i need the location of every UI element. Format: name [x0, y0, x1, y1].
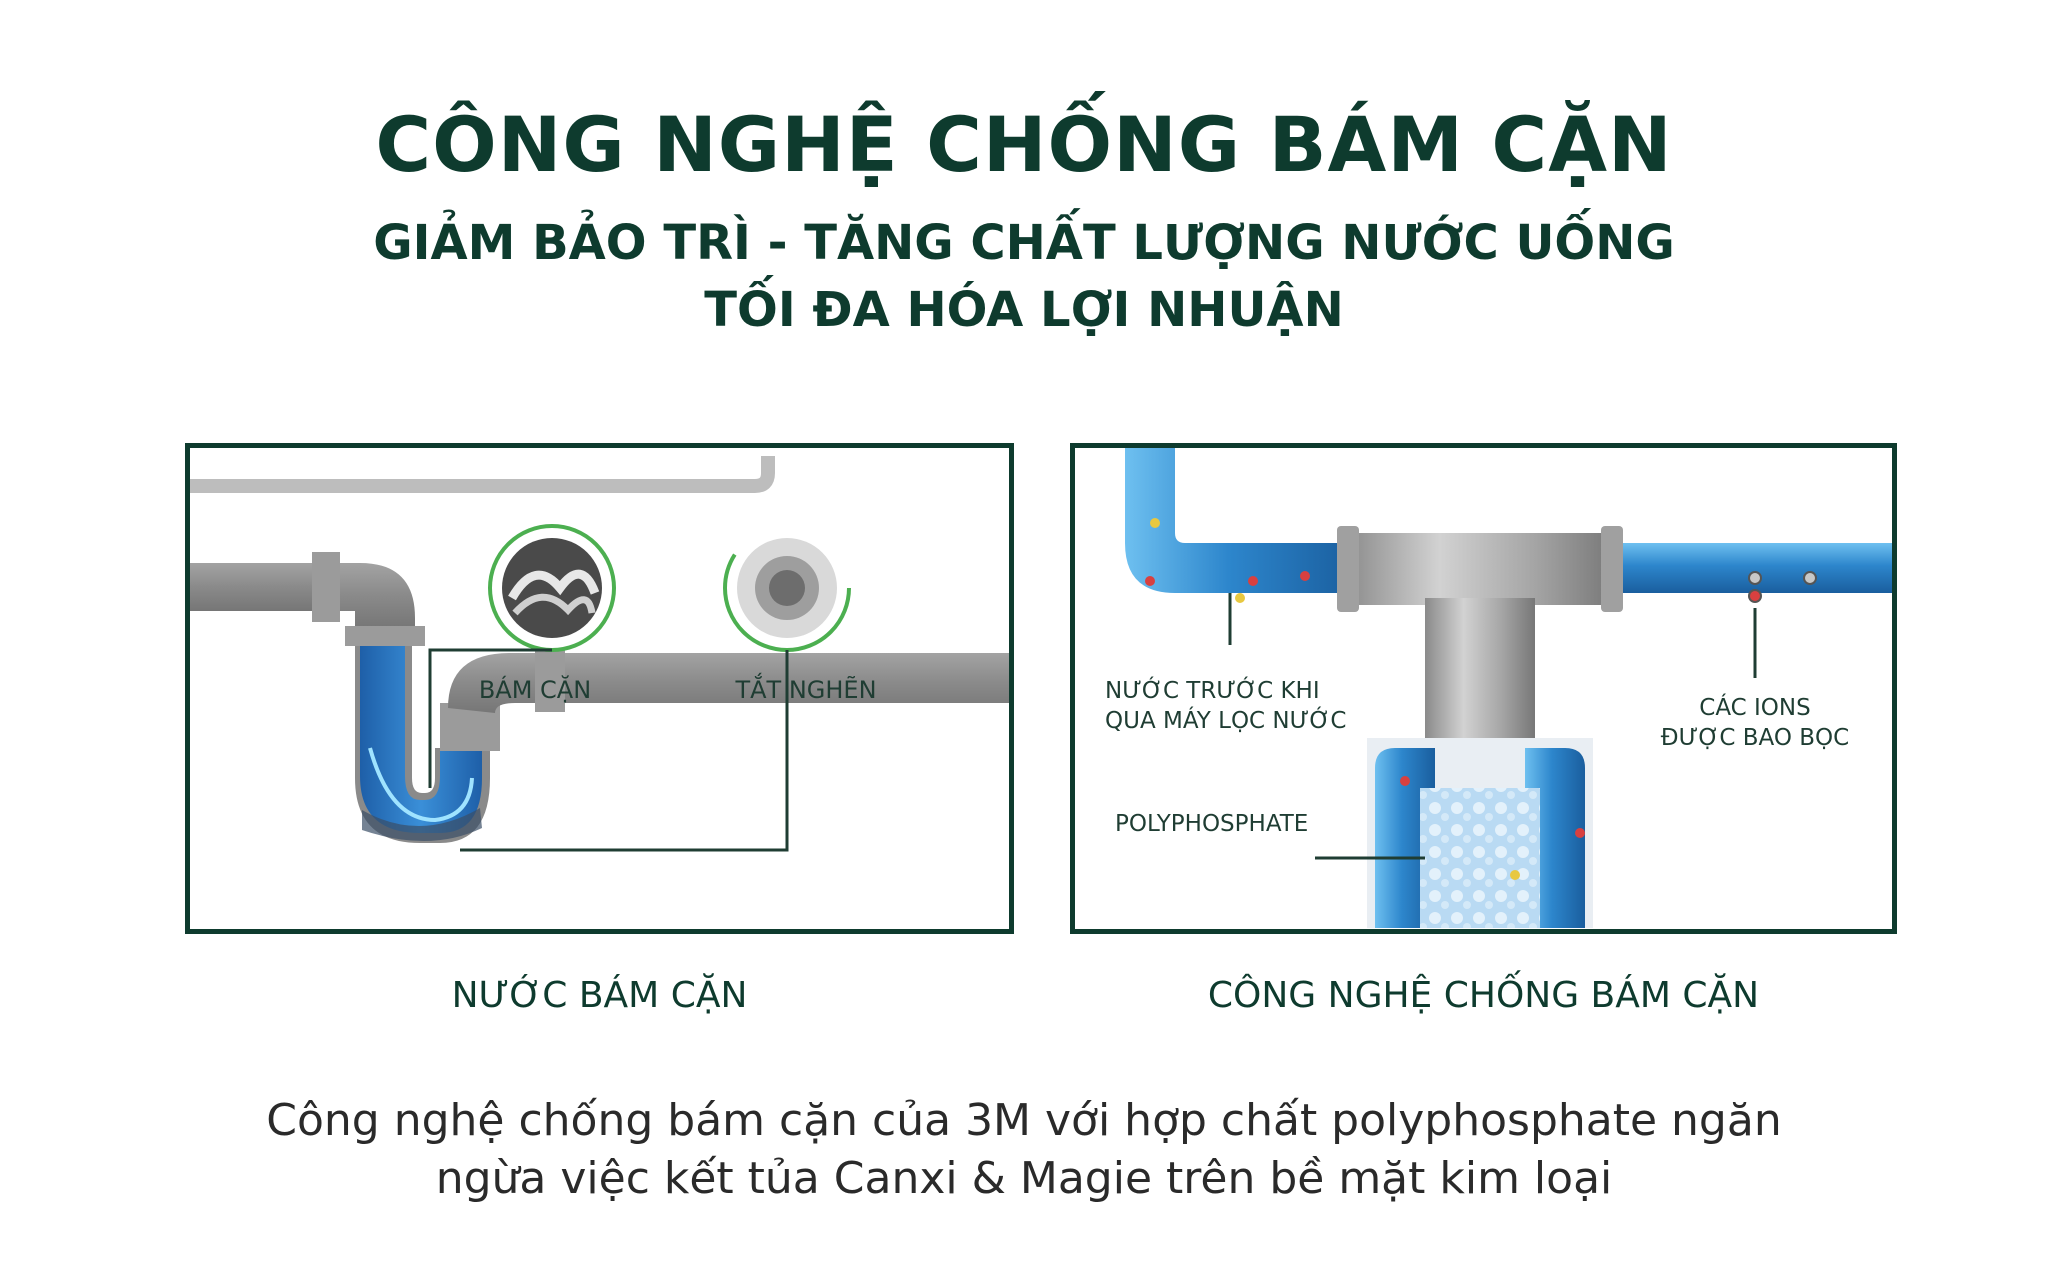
page-subtitle-line2: TỐI ĐA HÓA LỢI NHUẬN — [704, 282, 1344, 338]
label-ions-line2: ĐƯỢC BAO BỌC — [1661, 725, 1849, 751]
ion-dot — [1300, 571, 1310, 581]
pipe-coupling — [345, 626, 425, 646]
clog-callout-line — [460, 650, 789, 852]
inlet-pipe — [1125, 448, 1355, 593]
ion-dot — [1145, 576, 1155, 586]
scale-deposit — [512, 593, 596, 616]
right-diagram-panel: NƯỚC TRƯỚC KHI QUA MÁY LỌC NƯỚC CÁC IONS… — [1070, 443, 1897, 934]
footer-description-line1: Công nghệ chống bám cặn của 3M với hợp c… — [266, 1095, 1782, 1146]
right-pipe — [448, 653, 1009, 713]
ion-dot — [1248, 576, 1258, 586]
label-clog: TẮT NGHẼN — [734, 672, 876, 704]
tee-flange — [1337, 526, 1359, 612]
ion-dot — [1575, 828, 1585, 838]
clogged-pipe-illustration: BÁM CẶN TẮT NGHẼN — [190, 456, 1009, 852]
tee-flange — [1601, 526, 1623, 612]
coated-ion — [1748, 589, 1762, 603]
label-scale: BÁM CẶN — [479, 674, 591, 704]
scale-closeup — [502, 538, 602, 638]
left-panel-caption: NƯỚC BÁM CẶN — [451, 975, 748, 1016]
polyphosphate-beads — [1420, 788, 1540, 928]
scale-callout-line — [428, 648, 552, 788]
scale-deposit — [508, 569, 600, 601]
right-panel-caption: CÔNG NGHỆ CHỐNG BÁM CẶN — [1207, 975, 1760, 1016]
pipe-coupling — [312, 552, 340, 622]
page-title: CÔNG NGHỆ CHỐNG BÁM CẶN — [375, 100, 1673, 189]
outlet-pipe — [1605, 543, 1892, 593]
pipe-coupling — [535, 644, 565, 712]
left-pipe — [190, 563, 320, 611]
footer-description-line2: ngừa việc kết tủa Canxi & Magie trên bề … — [435, 1153, 1613, 1204]
coated-ion — [1803, 571, 1817, 585]
top-pipe — [190, 456, 775, 493]
water-flow-line — [368, 747, 474, 823]
label-water-line1: NƯỚC TRƯỚC KHI — [1105, 676, 1320, 704]
ion-dot — [1400, 776, 1410, 786]
sediment — [362, 808, 482, 842]
tee-stem — [1425, 598, 1535, 748]
coated-ion — [1748, 571, 1762, 585]
label-water-line2: QUA MÁY LỌC NƯỚC — [1105, 706, 1346, 734]
anti-scale-pipe-illustration: NƯỚC TRƯỚC KHI QUA MÁY LỌC NƯỚC CÁC IONS… — [1105, 448, 1892, 928]
left-diagram-panel: BÁM CẶN TẮT NGHẼN — [185, 443, 1014, 934]
label-polyphosphate: POLYPHOSPHATE — [1115, 811, 1308, 837]
ion-dot — [1510, 870, 1520, 880]
clog-core — [769, 570, 805, 606]
ion-dot — [1150, 518, 1160, 528]
trap-water — [360, 646, 482, 833]
label-ions-line1: CÁC IONS — [1699, 693, 1810, 721]
pipe-elbow — [340, 563, 415, 628]
page-subtitle-line1: GIẢM BẢO TRÌ - TĂNG CHẤT LƯỢNG NƯỚC UỐNG — [373, 215, 1675, 271]
ion-dot — [1235, 593, 1245, 603]
tee-fitting — [1345, 533, 1615, 605]
